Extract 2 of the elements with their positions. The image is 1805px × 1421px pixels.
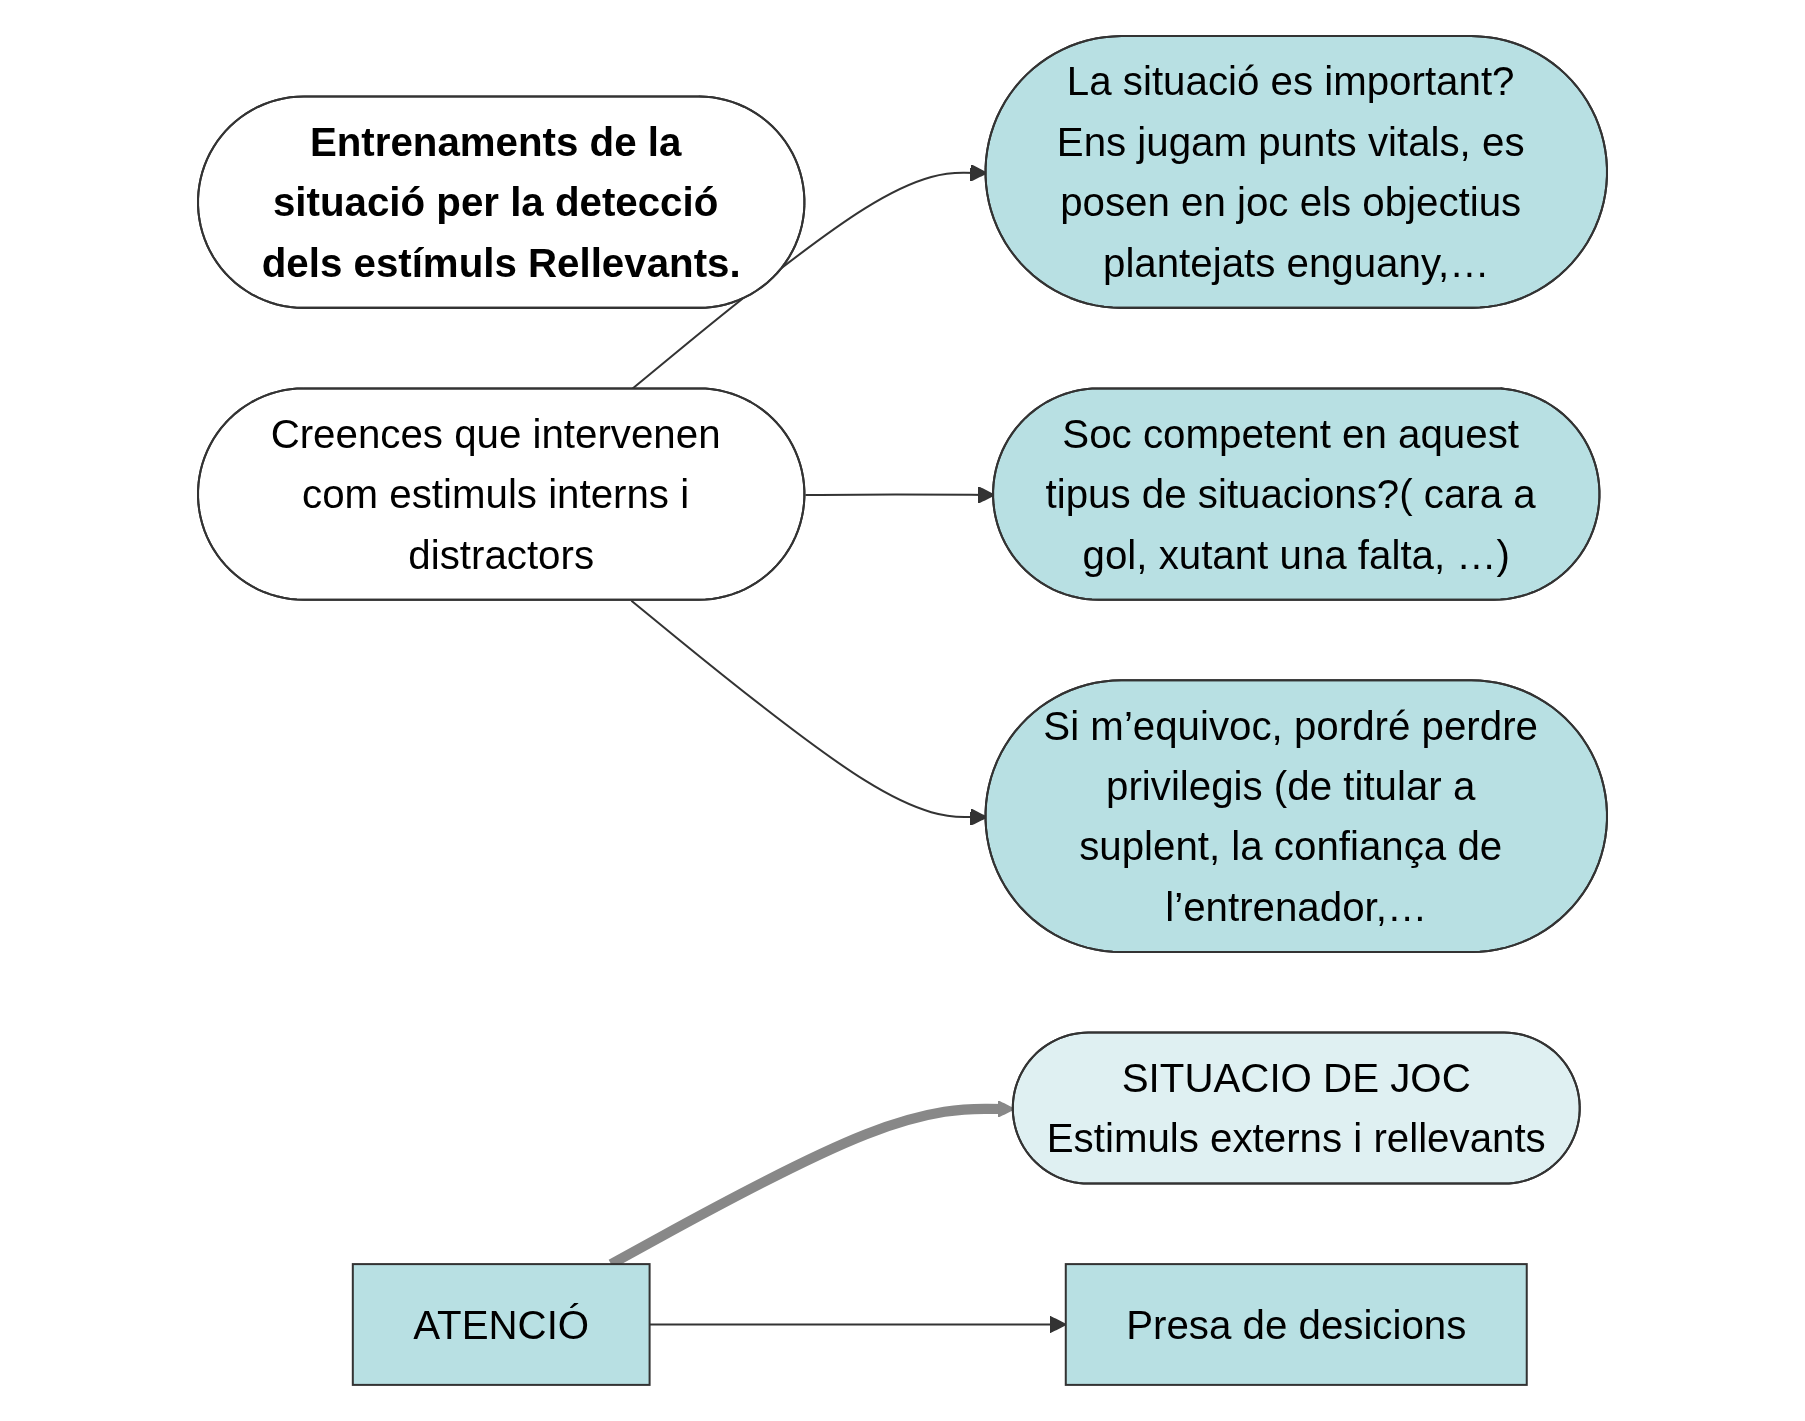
node-box: Presa de desicions [1064,1263,1528,1386]
node-box: ATENCIÓ [351,1263,651,1386]
